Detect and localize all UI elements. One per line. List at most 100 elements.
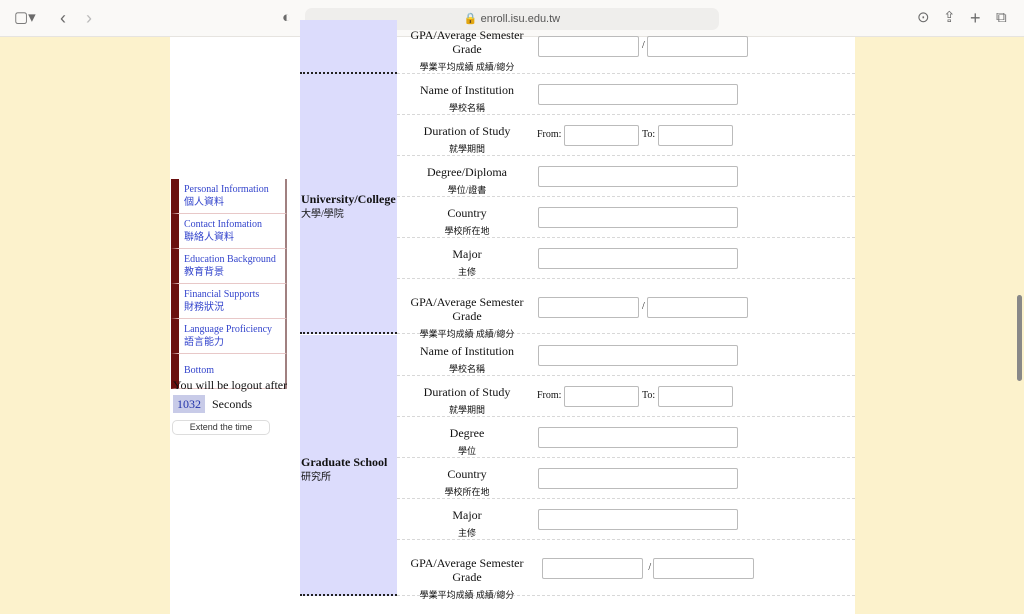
nav-label-zh: 語言能力	[184, 337, 224, 348]
field-label: Degree/Diploma 學位/證書	[397, 165, 537, 197]
field-label-en: GPA/Average Semester Grade	[410, 28, 524, 56]
privacy-shield-icon[interactable]: ◐	[282, 9, 292, 26]
from-label: From:	[537, 390, 562, 401]
text-input[interactable]	[538, 84, 738, 105]
field-label-zh: 學校名稱	[448, 364, 485, 374]
nav-label-en: Bottom	[184, 365, 215, 376]
field-label: GPA/Average Semester Grade 學業平均成績 成績/總分	[397, 28, 537, 74]
text-input[interactable]	[538, 345, 738, 366]
form-row: Name of Institution 學校名稱	[397, 74, 855, 115]
field-label-en: Degree/Diploma	[427, 165, 507, 179]
text-input[interactable]	[538, 509, 738, 530]
nav-label-zh: 個人資料	[184, 197, 224, 208]
scrollbar[interactable]	[1017, 295, 1022, 381]
nav-label-zh: 聯絡人資料	[184, 232, 234, 243]
text-input[interactable]	[538, 468, 738, 489]
seconds-counter: 1032	[173, 395, 205, 413]
nav-label-en: Education Background	[184, 254, 276, 265]
text-input[interactable]	[538, 427, 738, 448]
total-input[interactable]	[647, 36, 748, 57]
total-input[interactable]	[653, 558, 755, 579]
field-label-zh: 學校名稱	[448, 103, 485, 113]
address-bar[interactable]: 🔒 enroll.isu.edu.tw	[305, 8, 719, 30]
seconds-label: Seconds	[212, 397, 252, 411]
to-input[interactable]	[658, 125, 733, 146]
to-label: To:	[642, 129, 656, 140]
form-row: Country 學校所在地	[397, 197, 855, 238]
field-label: GPA/Average Semester Grade 學業平均成績 成績/總分	[397, 556, 537, 602]
field-label: Name of Institution 學校名稱	[397, 83, 537, 115]
score-input[interactable]	[542, 558, 643, 579]
form-row: Duration of Study 就學期間 From: To:	[397, 115, 855, 156]
sidebar-item[interactable]: Education Background 教育背景	[171, 249, 287, 284]
share-icon[interactable]: ⇪	[943, 9, 956, 26]
text-input[interactable]	[538, 166, 738, 187]
field-label-zh: 學校所在地	[444, 487, 490, 497]
from-input[interactable]	[564, 125, 639, 146]
score-input[interactable]	[538, 297, 639, 318]
form-row: GPA/Average Semester Grade 學業平均成績 成績/總分 /	[397, 20, 855, 74]
to-input[interactable]	[658, 386, 733, 407]
field-label-en: GPA/Average Semester Grade	[410, 556, 524, 584]
nav-label-zh: 教育背景	[184, 267, 224, 278]
total-input[interactable]	[647, 297, 748, 318]
slash: /	[642, 301, 645, 312]
score-input[interactable]	[538, 36, 639, 57]
field-label-en: Country	[447, 206, 487, 220]
tabs-overview-icon[interactable]: ⧉	[996, 9, 1007, 26]
form-row: Major 主修	[397, 499, 855, 540]
field-label-zh: 學業平均成績 成績/總分	[419, 590, 515, 600]
field-label: Country 學校所在地	[397, 467, 537, 499]
sidebar-toggle-icon[interactable]: ▢▾	[14, 9, 36, 26]
logout-text: You will be logout after	[173, 378, 288, 392]
sidebar-item[interactable]: Bottom	[171, 354, 287, 389]
text-input[interactable]	[538, 207, 738, 228]
nav-label-en: Contact Infomation	[184, 219, 263, 230]
slash: /	[642, 40, 645, 51]
field-label-en: Major	[452, 508, 482, 522]
logout-timer: You will be logout after 1032 Seconds	[173, 377, 287, 413]
field-label-zh: 學位/證書	[447, 185, 487, 195]
field-label-en: Country	[447, 467, 487, 481]
field-label-zh: 學位	[457, 446, 476, 456]
section-header	[300, 20, 397, 74]
text-input[interactable]	[538, 248, 738, 269]
field-label-en: Duration of Study	[423, 124, 511, 138]
forward-icon[interactable]: ›	[86, 8, 92, 28]
sidebar-item[interactable]: Financial Supports 財務狀況	[171, 284, 287, 319]
field-label-en: Name of Institution	[420, 83, 514, 97]
sidebar-item[interactable]: Contact Infomation 聯絡人資料	[171, 214, 287, 249]
extend-time-button[interactable]: Extend the time	[172, 420, 270, 435]
field-label: Country 學校所在地	[397, 206, 537, 238]
field-label-zh: 學業平均成績 成績/總分	[419, 62, 515, 72]
field-label-zh: 學校所在地	[444, 226, 490, 236]
nav-label-en: Financial Supports	[184, 289, 260, 300]
download-icon[interactable]: ⊙	[917, 9, 930, 26]
from-input[interactable]	[564, 386, 639, 407]
field-label-zh: 學業平均成績 成績/總分	[419, 329, 515, 339]
nav-label-zh: 財務狀況	[184, 302, 224, 313]
section-title-en: University/College	[301, 192, 396, 206]
to-label: To:	[642, 390, 656, 401]
new-tab-icon[interactable]: +	[970, 8, 981, 28]
field-label-en: Major	[452, 247, 482, 261]
field-label-zh: 就學期間	[448, 144, 485, 154]
from-label: From:	[537, 129, 562, 140]
back-icon[interactable]: ‹	[60, 8, 66, 28]
field-label: Major 主修	[397, 508, 537, 540]
field-label-zh: 主修	[457, 528, 476, 538]
